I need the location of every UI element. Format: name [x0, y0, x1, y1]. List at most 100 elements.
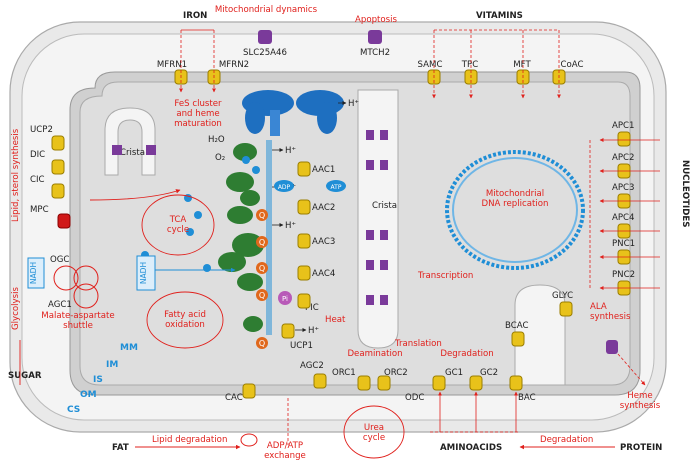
label-ala-2: synthesis [590, 312, 631, 322]
dic-transporter: DIC [30, 150, 65, 175]
svg-text:MPC: MPC [30, 205, 49, 215]
slc25a46-protein: SLC25A46 [243, 30, 287, 58]
q-circle-3: Q [256, 262, 268, 274]
crista-right-proteins [366, 130, 388, 305]
svg-text:AGC1: AGC1 [48, 300, 72, 310]
heading-nucleotides: NUCLEOTIDES [680, 160, 690, 227]
label-transcription: Transcription [417, 271, 473, 281]
label-adp-atp-1: ADP/ATP [267, 441, 303, 451]
atp-badge: ATP [326, 180, 346, 192]
label-fes-1: FeS cluster [174, 99, 222, 109]
svg-text:DNA replication: DNA replication [482, 199, 549, 209]
right-import-arrows [589, 138, 660, 290]
svg-text:AAC2: AAC2 [312, 203, 335, 213]
svg-text:UCP1: UCP1 [290, 341, 313, 351]
atp-synthase [242, 90, 344, 136]
bac-transporter: BAC [509, 375, 536, 403]
label-ala-1: ALA [590, 302, 607, 312]
label-fes-3: maturation [174, 119, 222, 129]
label-lipid-sterol: Lipid, sterol synthesis [11, 128, 21, 222]
orc1-transporter: ORC1 [332, 368, 371, 391]
svg-text:Q: Q [259, 291, 265, 300]
q-circle-5: Q [256, 337, 268, 349]
gc2-transporter: GC2 [469, 368, 498, 391]
svg-text:Urea: Urea [364, 423, 384, 433]
ogc-transporter: OGC [50, 255, 69, 265]
label-hplus-4: H⁺ [308, 326, 319, 336]
label-apoptosis: Apoptosis [355, 15, 398, 25]
ogc-circle-3 [73, 283, 99, 309]
bcac-transporter: BCAC [505, 321, 528, 347]
svg-text:AAC1: AAC1 [312, 165, 335, 175]
heading-aminoacids: AMINOACIDS [440, 443, 502, 453]
svg-text:GLYC: GLYC [552, 291, 573, 301]
cic-transporter: CIC [30, 175, 65, 199]
svg-text:Fatty acid: Fatty acid [164, 310, 206, 320]
svg-text:MFT: MFT [513, 60, 531, 70]
heme-protein [606, 340, 618, 354]
mtdna-ring: Mitochondrial DNA replication [445, 150, 585, 270]
svg-text:ADP: ADP [278, 184, 291, 191]
aac1-transporter: AAC1 [297, 161, 335, 177]
heading-vitamins: VITAMINS [476, 11, 523, 21]
label-heat: Heat [325, 315, 346, 325]
nadh-box-center: NADH [136, 255, 156, 291]
svg-text:TPC: TPC [461, 60, 478, 70]
arrow-mpc-to-tca [89, 189, 181, 201]
cac-transporter: CAC [225, 383, 256, 403]
svg-text:oxidation: oxidation [165, 320, 205, 330]
svg-text:MTCH2: MTCH2 [360, 48, 390, 58]
svg-text:SLC25A46: SLC25A46 [243, 48, 287, 58]
arrow-heme [617, 353, 646, 386]
label-o2: O₂ [215, 153, 225, 163]
pic-transporter: PIC [297, 293, 319, 313]
label-deamination: Deamination [347, 349, 402, 359]
svg-text:GC2: GC2 [480, 368, 498, 378]
svg-text:APC1: APC1 [612, 121, 635, 131]
svg-text:Q: Q [259, 339, 265, 348]
label-lipid-degradation: Lipid degradation [152, 435, 227, 445]
svg-text:Pi: Pi [282, 295, 288, 303]
svg-text:Glycolysis: Glycolysis [11, 287, 21, 330]
svg-text:Q: Q [259, 238, 265, 247]
mpc-transporter: MPC [30, 205, 71, 229]
label-im: IM [106, 360, 118, 370]
svg-text:ODC: ODC [405, 393, 424, 403]
svg-text:PNC2: PNC2 [612, 270, 635, 280]
svg-text:cycle: cycle [167, 225, 189, 235]
label-hplus-top: H⁺ [348, 99, 359, 109]
label-hplus-3: H⁺ [285, 221, 296, 231]
svg-text:OGC: OGC [50, 255, 69, 265]
label-hplus-1: H⁺ [285, 146, 296, 156]
svg-text:Mitochondrial: Mitochondrial [486, 189, 544, 199]
svg-text:Malate-aspartate: Malate-aspartate [41, 311, 114, 321]
glyc-transporter: GLYC [552, 291, 573, 317]
label-heme-2: synthesis [620, 401, 661, 411]
odc-transporter: ODC [405, 393, 424, 403]
label-heme-1: Heme [627, 391, 652, 401]
svg-text:CAC: CAC [225, 393, 243, 403]
svg-text:shuttle: shuttle [63, 321, 93, 331]
svg-text:NUCLEOTIDES: NUCLEOTIDES [680, 160, 690, 227]
svg-text:AAC3: AAC3 [312, 237, 335, 247]
svg-text:NADH: NADH [139, 262, 148, 284]
svg-text:MFRN2: MFRN2 [219, 60, 249, 70]
label-om: OM [80, 390, 97, 400]
heading-iron: IRON [183, 11, 207, 21]
q-circle-4: Q [256, 289, 268, 301]
svg-text:UCP2: UCP2 [30, 125, 53, 135]
q-circle-2: Q [256, 236, 268, 248]
svg-text:Lipid, sterol synthesis: Lipid, sterol synthesis [11, 128, 21, 222]
svg-text:cycle: cycle [363, 433, 385, 443]
label-degradation-protein: Degradation [540, 435, 593, 445]
aac4-transporter: AAC4 [297, 265, 335, 281]
label-fes-2: and heme [176, 109, 219, 119]
urea-cycle: Urea cycle [343, 405, 405, 459]
fat-carrier [240, 433, 258, 447]
q-circle-1: Q [256, 209, 268, 221]
tca-cycle: TCA cycle [141, 194, 215, 256]
svg-text:SAMC: SAMC [418, 60, 443, 70]
aminoacid-import-arrows [430, 391, 520, 433]
label-is: IS [93, 375, 103, 385]
